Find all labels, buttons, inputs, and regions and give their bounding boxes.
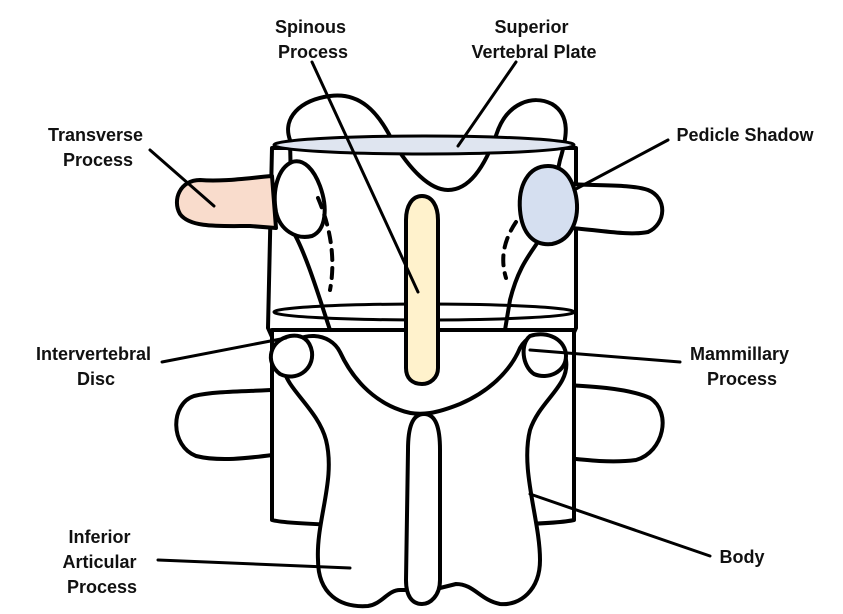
label-inferior-articular-process: Inferior Articular Process [62,527,141,597]
mammillary-process-shape [521,332,568,378]
spinous-process [404,193,440,387]
label-body: Body [720,547,765,567]
leader-mammillary-process [528,348,682,364]
right-pedicle-dashed [501,220,518,280]
lower-left-superior-articular [268,333,315,379]
lower-left-transverse [174,386,302,462]
label-superior-vertebral-plate: Superior Vertebral Plate [471,17,596,62]
pedicle-shadow [517,163,579,247]
lower-vertebra [174,328,665,609]
left-transverse-process [174,174,278,230]
leader-spinous-process [310,60,420,294]
label-transverse-process: Transverse Process [48,125,148,170]
leader-superior-plate [456,60,518,148]
lower-spinous-process [404,412,442,606]
leader-intervertebral-disc [160,336,288,364]
leader-pedicle-shadow [572,138,670,192]
label-mammillary-process: Mammillary Process [690,344,794,389]
label-pedicle-shadow: Pedicle Shadow [676,125,814,145]
label-spinous-process: Spinous Process [275,17,351,62]
left-pedicle-dashed [316,196,335,292]
label-intervertebral-disc: Intervertebral Disc [36,344,156,389]
leader-transverse-process [148,148,216,208]
upper-vertebra [174,93,665,348]
leader-body [528,492,712,558]
superior-vertebral-plate [272,134,576,156]
leader-inferior-articular [156,558,352,570]
right-transverse-process [568,182,665,236]
